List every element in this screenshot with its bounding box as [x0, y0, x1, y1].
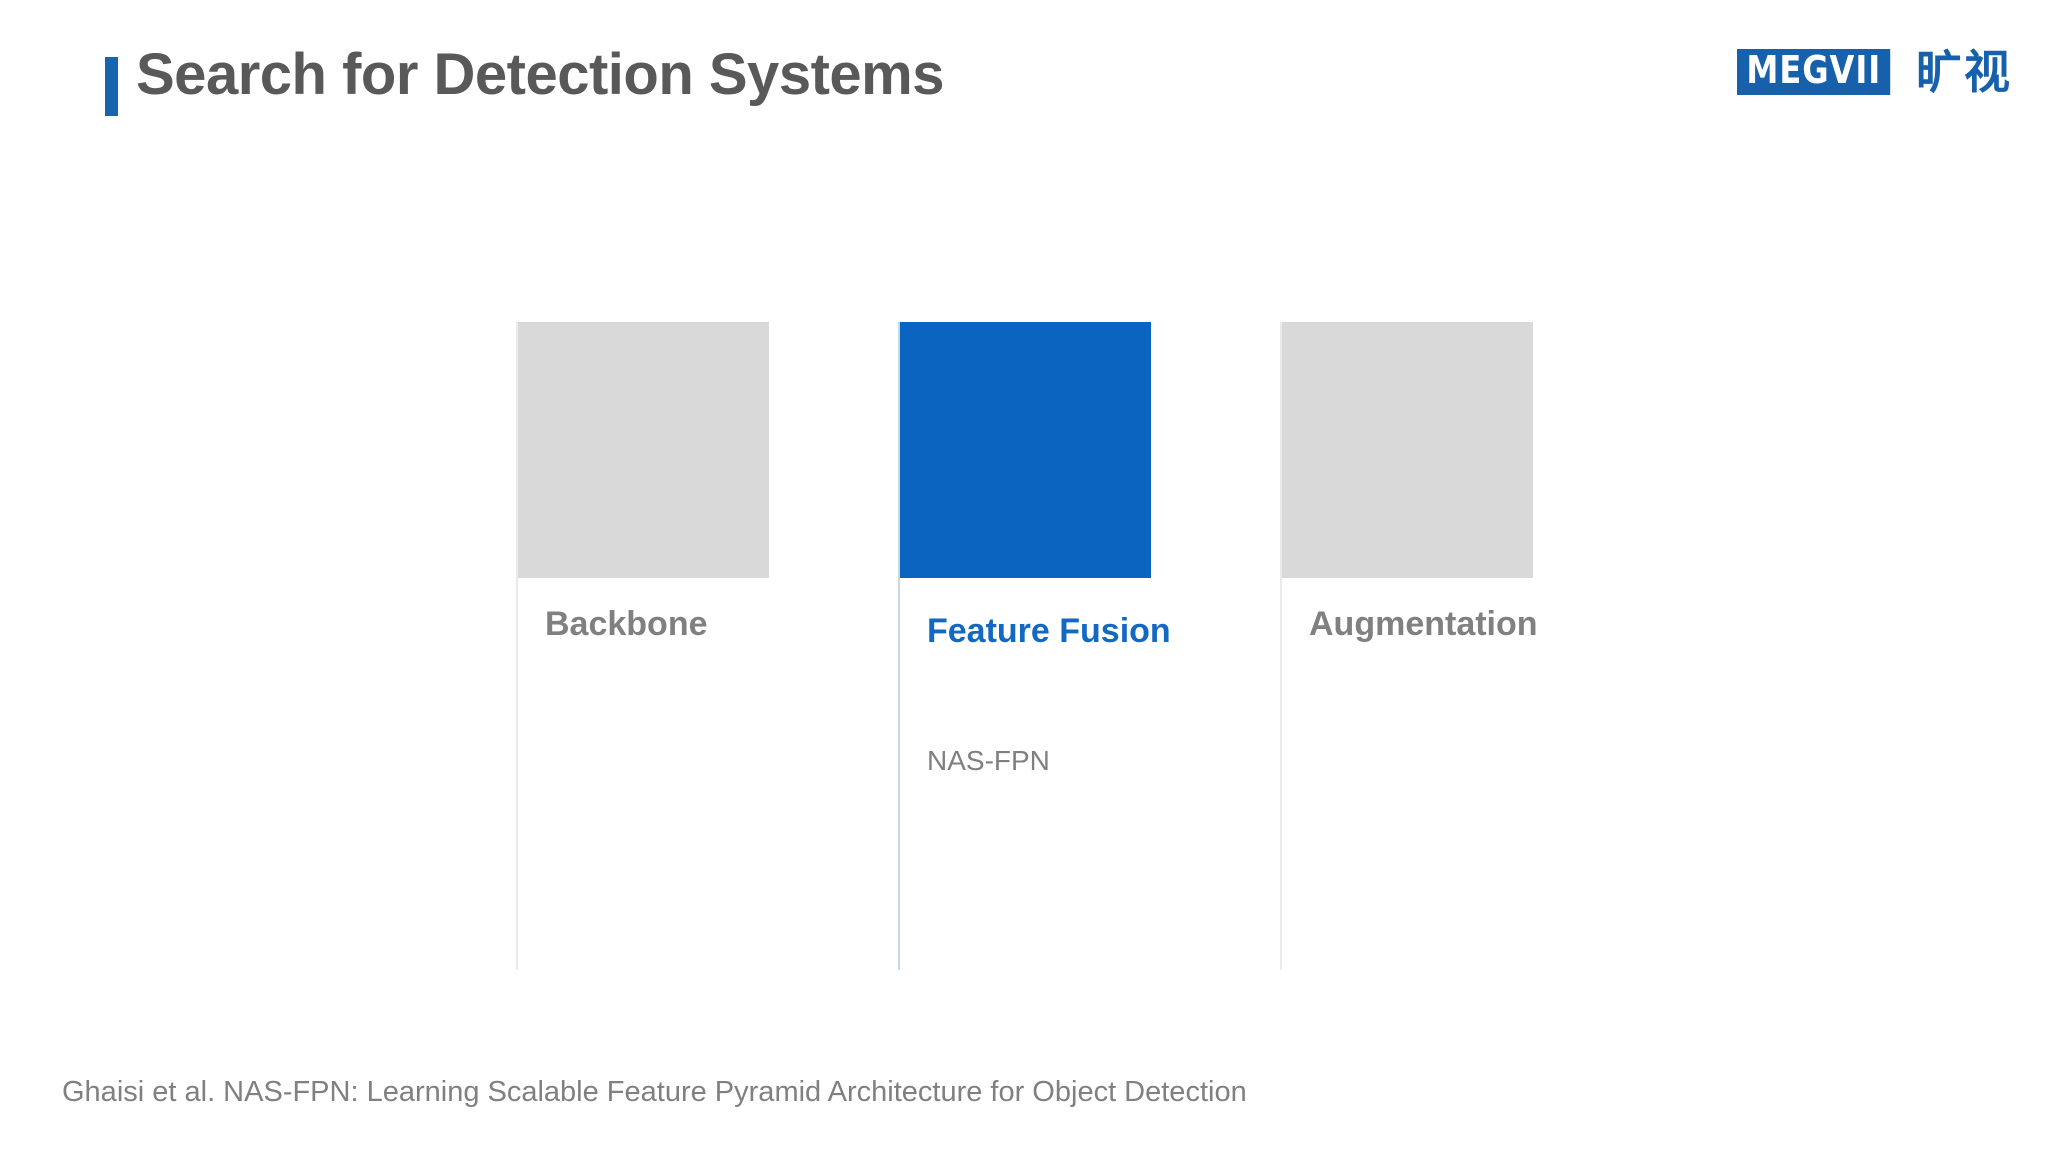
column-box-augmentation [1282, 322, 1533, 578]
title-accent-bar [105, 57, 118, 116]
megvii-logo: MEGVII 旷视 [1736, 42, 2012, 102]
column-label-backbone: Backbone [545, 605, 708, 643]
footer-citation: Ghaisi et al. NAS-FPN: Learning Scalable… [62, 1076, 1247, 1108]
column-box-backbone [518, 322, 769, 578]
column-divider-backbone [516, 322, 518, 970]
column-divider-feature-fusion [898, 322, 900, 970]
column-box-feature-fusion [900, 322, 1151, 578]
megvii-chinese-name: 旷视 [1916, 45, 2012, 99]
column-sub-feature-fusion: NAS-FPN [927, 745, 1050, 776]
column-label-feature-fusion: Feature Fusion [927, 612, 1171, 650]
column-label-augmentation: Augmentation [1309, 605, 1538, 643]
megvii-wordmark: MEGVII [1736, 49, 1891, 95]
page-title: Search for Detection Systems [136, 42, 944, 107]
column-divider-augmentation [1280, 322, 1282, 970]
